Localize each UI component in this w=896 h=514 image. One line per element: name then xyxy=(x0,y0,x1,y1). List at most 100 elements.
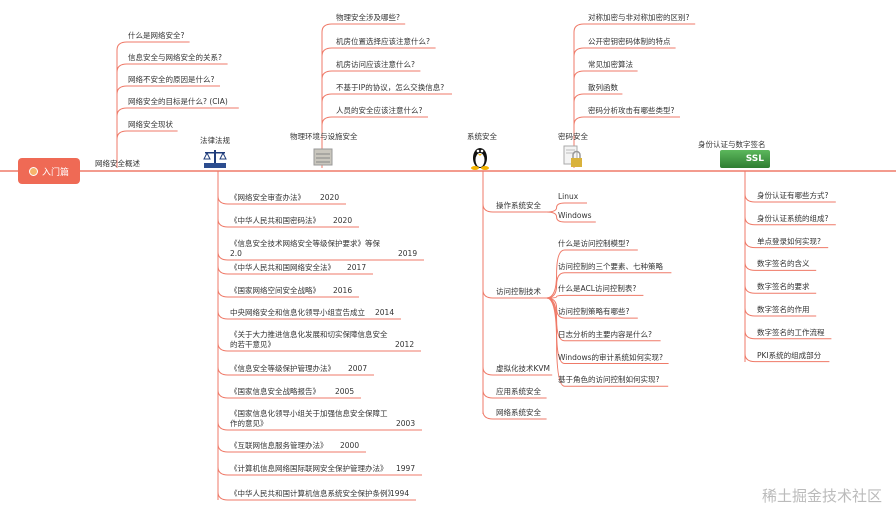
system-child-node[interactable]: Windows xyxy=(558,211,592,220)
system-node[interactable]: 虚拟化技术KVM xyxy=(496,364,551,373)
connector xyxy=(217,310,401,320)
identity-node[interactable]: 数字签名的含义 xyxy=(757,259,810,269)
connector xyxy=(482,289,547,299)
connector xyxy=(546,272,672,299)
identity-node[interactable]: 数字签名的要求 xyxy=(757,282,810,292)
law-year[interactable]: 2020 xyxy=(320,193,340,202)
law-year[interactable]: 2017 xyxy=(347,263,367,272)
root-label: 入门篇 xyxy=(41,167,69,178)
child-node[interactable]: 信息安全与网络安全的关系? xyxy=(128,53,222,62)
law-node[interactable]: 《中华人民共和国计算机信息系统安全保护条例》 xyxy=(230,489,395,498)
law-node[interactable]: 中央网络安全和信息化领导小组宣告成立 xyxy=(230,308,365,317)
connector xyxy=(482,410,547,420)
connector xyxy=(321,70,421,168)
child-node[interactable]: 公开密钥密码体制的特点 xyxy=(588,37,671,46)
law-node[interactable]: 《国家信息化领导小组关于加强信息安全保障工作的意见》 xyxy=(230,409,388,428)
law-node[interactable]: 《计算机信息网络国际联网安全保护管理办法》 xyxy=(230,464,388,473)
system-child-node[interactable]: 访问控制策略有哪些? xyxy=(558,307,630,317)
connector xyxy=(217,366,374,376)
connector xyxy=(217,491,416,501)
child-node[interactable]: 人员的安全应该注意什么? xyxy=(336,106,423,115)
branch-physical-security[interactable]: 物理环境与设施安全 xyxy=(290,132,358,141)
law-year[interactable]: 2000 xyxy=(340,441,360,450)
child-node[interactable]: 对称加密与非对称加密的区别? xyxy=(588,13,690,22)
identity-node[interactable]: PKI系统的组成部分 xyxy=(757,350,822,360)
system-child-node[interactable]: 什么是ACL访问控制表? xyxy=(558,284,637,294)
connector xyxy=(744,239,829,249)
server-rack-icon xyxy=(313,148,333,166)
system-child-node[interactable]: 什么是访问控制模型? xyxy=(558,239,630,248)
child-node[interactable]: 不基于IP的协议，怎么交换信息? xyxy=(336,83,445,92)
system-node[interactable]: 操作系统安全 xyxy=(496,201,541,210)
child-node[interactable]: 网络不安全的原因是什么? xyxy=(128,75,215,84)
child-node[interactable]: 密码分析攻击有哪些类型? xyxy=(588,106,675,115)
child-node[interactable]: 机房位置选择应该注意什么? xyxy=(336,37,430,46)
connector xyxy=(744,285,817,294)
system-node[interactable]: 应用系统安全 xyxy=(496,387,541,396)
connector xyxy=(217,443,366,453)
connector xyxy=(482,389,547,399)
law-year[interactable]: 2016 xyxy=(333,286,353,295)
law-node[interactable]: 《网络安全审查办法》 xyxy=(230,193,305,202)
connector xyxy=(217,218,359,228)
branch-laws-regulations[interactable]: 法律法规 xyxy=(200,136,230,145)
law-node[interactable]: 《关于大力推进信息化发展和切实保障信息安全的若干意见》 xyxy=(230,330,388,349)
system-node[interactable]: 网络系统安全 xyxy=(496,408,541,417)
connector xyxy=(546,297,638,319)
child-node[interactable]: 物理安全涉及哪些? xyxy=(336,13,400,22)
connector xyxy=(217,288,359,298)
law-year[interactable]: 2012 xyxy=(395,340,415,349)
identity-node[interactable]: 单点登录如何实现? xyxy=(757,236,821,246)
law-node[interactable]: 《国家网络空间安全战略》 xyxy=(230,286,320,295)
child-node[interactable]: 网络安全现状 xyxy=(128,120,173,129)
connector xyxy=(573,23,696,168)
connector xyxy=(482,366,553,376)
connector xyxy=(744,193,836,203)
law-node[interactable]: 《互联网信息服务管理办法》 xyxy=(230,441,328,450)
identity-node[interactable]: 数字签名的工作流程 xyxy=(757,327,825,337)
law-year[interactable]: 2007 xyxy=(348,364,368,373)
branch-identity-signature[interactable]: 身份认证与数字签名 xyxy=(698,140,766,149)
child-node[interactable]: 散列函数 xyxy=(588,83,618,92)
system-child-node[interactable]: 日志分析的主要内容是什么? xyxy=(558,329,652,339)
system-child-node[interactable]: Linux xyxy=(558,192,579,201)
law-year[interactable]: 1997 xyxy=(396,464,416,473)
law-year[interactable]: 1994 xyxy=(390,489,410,498)
branch-network-security-overview[interactable]: 网络安全概述 xyxy=(95,159,140,168)
law-node[interactable]: 《中华人民共和国网络安全法》 xyxy=(230,263,335,272)
law-node[interactable]: 《国家信息安全战略报告》 xyxy=(230,387,320,396)
child-node[interactable]: 什么是网络安全? xyxy=(128,31,185,40)
child-node[interactable]: 机房访问应该注意什么? xyxy=(336,60,415,69)
connector xyxy=(116,130,178,168)
law-year[interactable]: 2005 xyxy=(335,387,355,396)
identity-node[interactable]: 身份认证有哪些方式? xyxy=(757,191,829,200)
law-node[interactable]: 《信息安全等级保护管理办法》 xyxy=(230,364,335,373)
identity-node[interactable]: 身份认证系统的组成? xyxy=(757,213,829,223)
law-year[interactable]: 2014 xyxy=(375,308,395,317)
identity-node[interactable]: 数字签名的作用 xyxy=(757,305,810,314)
system-node[interactable]: 访问控制技术 xyxy=(496,287,541,296)
child-node[interactable]: 常见加密算法 xyxy=(588,60,633,69)
connector xyxy=(573,93,623,168)
linux-penguin-icon xyxy=(471,148,489,170)
system-child-node[interactable]: 基于角色的访问控制如何实现? xyxy=(558,375,660,385)
law-year[interactable]: 2003 xyxy=(396,419,416,428)
root-node[interactable]: 入门篇 xyxy=(18,158,80,184)
connector xyxy=(744,262,817,271)
law-node[interactable]: 《中华人民共和国密码法》 xyxy=(230,216,320,225)
law-node[interactable]: 《信息安全技术网络安全等级保护要求》等保2.0 xyxy=(230,239,380,258)
law-year[interactable]: 2019 xyxy=(398,249,418,258)
connector xyxy=(546,294,644,299)
system-child-node[interactable]: 访问控制的三个要素、七种策略 xyxy=(558,261,663,271)
connector xyxy=(321,47,436,168)
branch-crypto-security[interactable]: 密码安全 xyxy=(558,132,588,141)
connector xyxy=(217,466,422,476)
system-child-node[interactable]: Windows的审计系统如何实现? xyxy=(558,352,663,362)
connector xyxy=(116,85,220,168)
connector xyxy=(217,265,373,275)
law-year[interactable]: 2020 xyxy=(333,216,353,225)
child-node[interactable]: 网络安全的目标是什么? (CIA) xyxy=(128,97,228,106)
connector xyxy=(744,330,832,340)
branch-system-security[interactable]: 系统安全 xyxy=(467,132,497,141)
